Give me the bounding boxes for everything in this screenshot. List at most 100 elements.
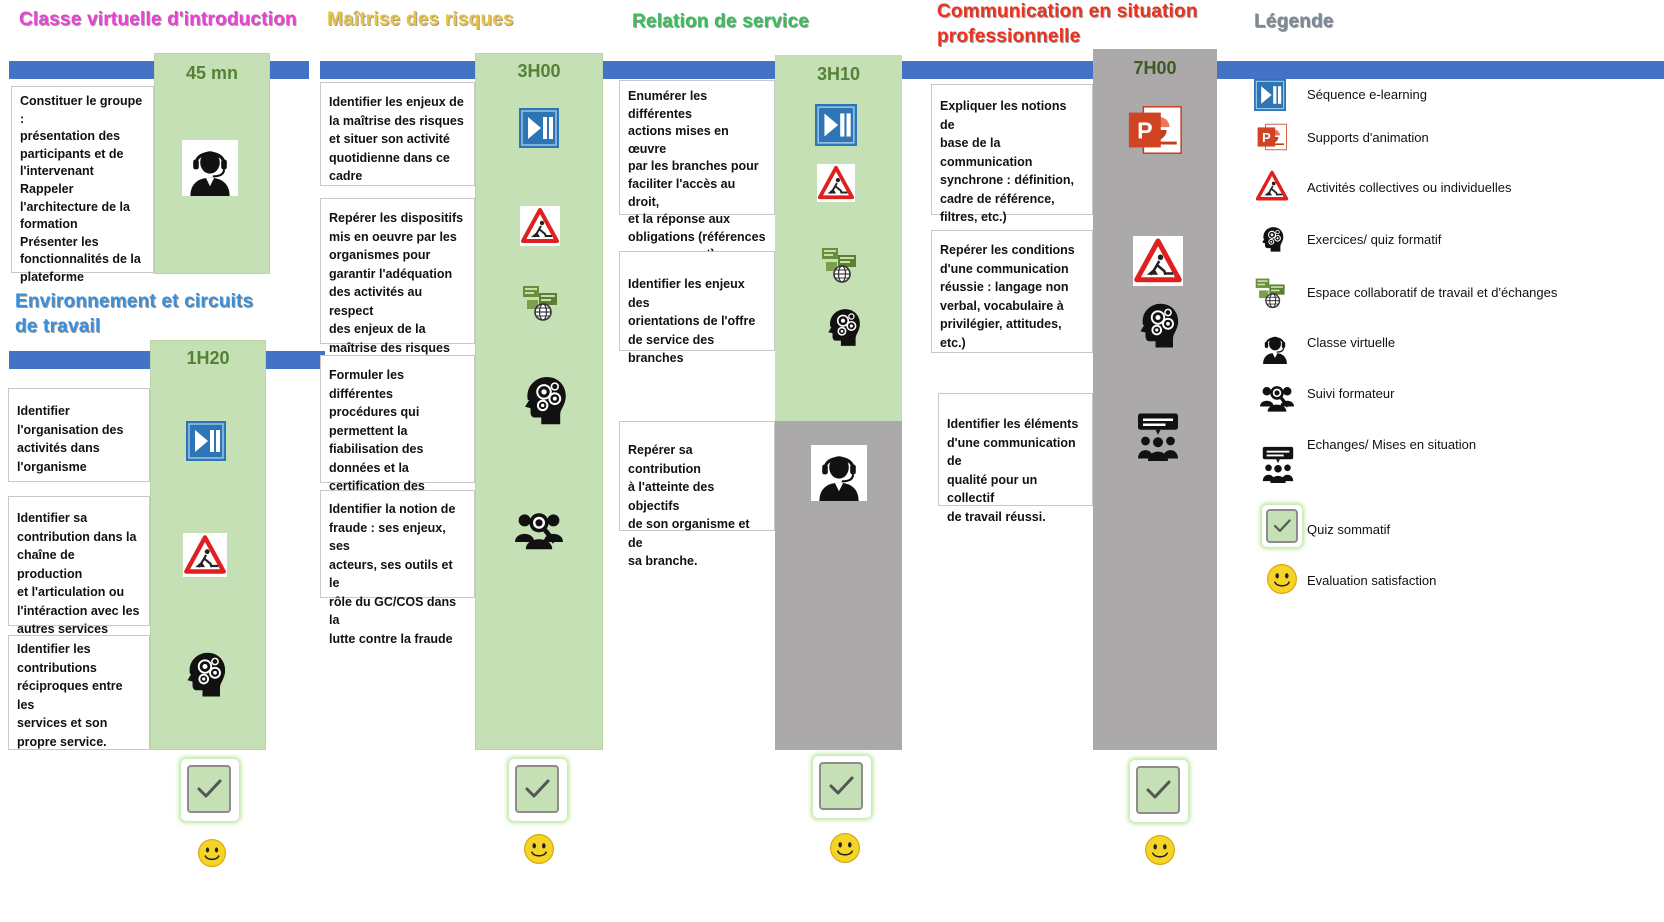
legend: Séquence e-learning Supports d'animation…	[1250, 75, 1664, 615]
objective-text-line: de service des branches	[628, 332, 715, 366]
warning-triangle-icon	[1255, 169, 1289, 203]
objective-text-line: Repérer les conditions	[940, 243, 1075, 257]
objective-text-line: Identifier les enjeux des	[628, 277, 745, 310]
objective-text-line: procédures qui	[329, 405, 420, 419]
duration-environnement: 1H20	[186, 348, 230, 368]
objective-text-line: etc.)	[940, 335, 966, 350]
objective-text-line: Identifier la notion de	[329, 502, 456, 516]
smiley-icon	[829, 831, 861, 865]
group-exchange-icon	[1133, 408, 1183, 464]
group-exchange-icon	[1259, 440, 1297, 488]
smiley-icon	[1144, 833, 1176, 867]
timeline-bar-top-4	[1090, 61, 1664, 79]
duration-maitrise: 3H00	[517, 61, 561, 81]
legend-label-classe: Classe virtuelle	[1307, 335, 1396, 350]
objective-text-line: synchrone : définition,	[940, 173, 1075, 187]
objective-text-line: l'organisme	[17, 459, 87, 474]
objective-text-line: Expliquer les notions de	[940, 99, 1067, 132]
objective-text-line: Identifier les	[17, 642, 91, 656]
quiz-check-icon	[181, 759, 239, 821]
objective-text-line: certification des	[329, 479, 425, 493]
objective-text-line: qualité pour un collectif	[947, 472, 1038, 506]
objective-text-line: des enjeux de la	[329, 322, 426, 336]
collaborative-space-icon	[521, 283, 561, 323]
objective-text-line: d'une communication	[940, 261, 1069, 276]
objective-text-line: communication	[940, 154, 1033, 169]
duration-relation: 3H10	[816, 64, 861, 84]
objective-text-line: la maîtrise des risques	[329, 113, 464, 128]
trainer-followup-icon	[509, 506, 569, 554]
objective-text-line: Enumérer les différentes	[628, 89, 708, 121]
objective-text-line: filtres, etc.)	[940, 210, 1007, 224]
objective-text-line: garantir l'adéquation	[329, 266, 453, 281]
objective-box-comm-2: Repérer les conditions d'une communicatio…	[931, 230, 1093, 353]
duration-communication: 7H00	[1133, 58, 1177, 78]
title-legende: Légende	[1254, 11, 1334, 32]
objective-text-line: d'une communication de	[947, 435, 1076, 469]
objective-text-line: réussie : langage non	[940, 280, 1069, 294]
column-communication: 7H00	[1093, 49, 1217, 750]
objective-text-line: fiabilisation des	[329, 442, 424, 456]
warning-triangle-icon	[519, 206, 561, 246]
objective-text-line: Identifier les enjeux de	[329, 95, 464, 109]
powerpoint-icon	[1126, 101, 1184, 159]
objective-text-line: réciproques entre les	[17, 679, 123, 712]
objective-text-line: lutte contre la fraude	[329, 631, 453, 646]
objective-text-line: sa branche.	[628, 554, 698, 568]
smiley-icon	[197, 836, 227, 870]
objective-text-line: Identifier	[17, 404, 70, 418]
title-maitrise-risques: Maîtrise des risques	[327, 9, 514, 30]
legend-label-activites: Activités collectives ou individuelles	[1307, 180, 1512, 195]
head-gears-icon	[822, 302, 864, 352]
quiz-check-icon	[1262, 505, 1302, 547]
objective-text-line: de travail réussi.	[947, 509, 1046, 524]
quiz-check-icon	[813, 756, 871, 818]
title-classe-virtuelle: Classe virtuelle d'introduction	[19, 9, 297, 30]
objective-text-line: acteurs, ses outils et le	[329, 557, 453, 591]
head-gears-icon	[1133, 296, 1183, 354]
objective-text-line: des activités au respect	[329, 285, 423, 318]
objective-box-env-3: Identifier les contributions réciproques e…	[8, 635, 150, 750]
objective-text-line: activités dans	[17, 441, 100, 455]
objective-text-line: mis en oeuvre par les	[329, 229, 457, 244]
legend-label-quiz: Quiz sommatif	[1307, 522, 1391, 537]
objective-text-line: données et la	[329, 460, 409, 475]
legend-label-espace: Espace collaboratif de travail et d'écha…	[1307, 285, 1558, 300]
objective-text-line: services et son	[17, 716, 108, 730]
objective-text-line: par les branches pour	[628, 159, 759, 174]
head-gears-icon	[180, 643, 230, 705]
objective-text-line: permettent la	[329, 423, 408, 438]
legend-label-supports: Supports d'animation	[1307, 130, 1429, 145]
warning-triangle-icon	[1131, 236, 1185, 286]
objective-text-line: plateforme	[20, 269, 84, 284]
objective-text-line: formation	[20, 217, 78, 232]
title-environnement-l1: Environnement et circuits	[15, 291, 254, 312]
objective-text-line: Repérer sa contribution	[628, 443, 701, 476]
objective-box-maitrise-1: Identifier les enjeux de la maîtrise des …	[320, 82, 475, 186]
smiley-icon	[1266, 562, 1298, 596]
objective-text-line: Présenter les	[20, 234, 99, 249]
collaborative-space-icon	[820, 245, 860, 285]
objective-box-env-1: Identifier l'organisation des activités da…	[8, 388, 150, 482]
objective-text-line: Repérer les dispositifs	[329, 211, 464, 225]
objective-text-line: privilégier, attitudes,	[940, 317, 1062, 331]
legend-label-suivi: Suivi formateur	[1307, 386, 1395, 401]
quiz-check-icon	[1130, 760, 1188, 822]
title-communication-l2: professionnelle	[937, 26, 1081, 47]
objective-text-line: Constituer le groupe :	[20, 94, 143, 126]
objective-text-line: base de la	[940, 136, 1001, 150]
warning-triangle-icon	[815, 164, 857, 202]
objective-text-line: organismes pour	[329, 248, 431, 262]
objective-text-line: contributions	[17, 660, 97, 675]
elearning-icon	[186, 421, 226, 461]
objective-text-line: l'intervenant	[20, 164, 94, 179]
objective-text-line: quotidienne dans ce	[329, 150, 450, 165]
objective-text-line: l'organisation des	[17, 422, 124, 437]
headset-person-icon	[1258, 330, 1292, 364]
objective-text-line: faciliter l'accès au droit,	[628, 176, 736, 209]
objective-text-line: maîtrise des risques	[329, 340, 450, 355]
